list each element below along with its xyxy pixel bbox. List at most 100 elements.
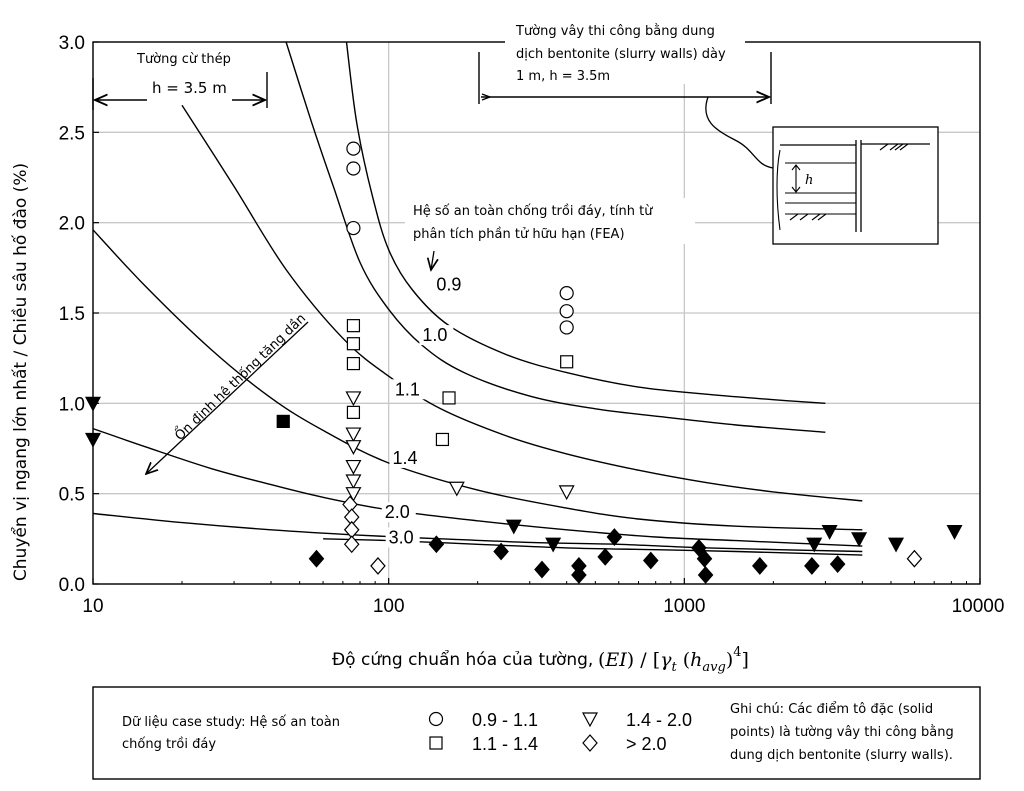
data-point-diamond	[642, 551, 659, 570]
data-point-triangle	[545, 537, 562, 553]
data-point-diamond	[697, 566, 714, 584]
slurry-leader-line	[705, 96, 774, 169]
curve-label: 1.0	[422, 325, 447, 345]
data-point-triangle	[345, 427, 362, 443]
curve-label: 3.0	[389, 527, 414, 547]
slurry-line3: 1 m, h = 3.5m	[516, 69, 610, 84]
data-point-triangle	[345, 459, 362, 475]
stability-arrow	[146, 321, 309, 474]
fs-curve-1.1	[181, 104, 863, 502]
fs-curve-1.4	[93, 427, 863, 547]
x-axis-formula: (EI) / [γt (havg)4]	[598, 645, 749, 675]
axis-ticks: 0.0 0.5 1.0 1.5 2.0 2.5 3.0 10 100 1000 10000	[59, 33, 1005, 617]
data-point-square	[346, 356, 361, 371]
fea-line2: phân tích phần tử hữu hạn (FEA)	[413, 227, 625, 242]
data-point-diamond	[370, 557, 386, 575]
data-point-square	[560, 355, 574, 369]
curve-label: 0.9	[436, 275, 461, 295]
data-point-triangle	[345, 474, 362, 490]
data-point-triangle	[345, 487, 362, 502]
data-point-triangle	[505, 519, 522, 535]
data-point-triangle	[558, 485, 575, 501]
data-point-diamond	[606, 528, 623, 546]
data-point-diamond	[696, 549, 713, 568]
curve-label-bg	[385, 527, 420, 548]
legend-title-line2: chống trồi đáy	[122, 737, 216, 752]
data-point-square	[346, 337, 361, 351]
data-point-diamond	[829, 555, 846, 574]
data-point-triangle	[888, 537, 905, 553]
curve-label: 2.0	[385, 502, 410, 522]
legend-title-line1: Dữ liệu case study: Hệ số an toàn	[122, 715, 340, 730]
curve-label-bg	[391, 379, 426, 400]
data-point-circle	[346, 220, 361, 236]
data-point-circle	[346, 161, 361, 176]
data-point-triangle	[345, 391, 362, 407]
curve-label-bg	[389, 447, 424, 468]
data-point-diamond	[534, 560, 550, 579]
sheet-pile-h: h = 3.5 m	[152, 79, 227, 97]
data-point-diamond	[428, 535, 445, 554]
data-point-square	[346, 319, 361, 333]
legend-marker-triangle	[581, 712, 599, 728]
curve-label-bg	[381, 502, 416, 523]
data-point-triangle	[806, 537, 823, 553]
y-tick-label: 1.5	[59, 304, 85, 325]
data-point-triangle	[946, 525, 963, 540]
curve-labels: 0.9 1.0 1.1 1.4 2.0 3.0	[381, 274, 468, 548]
slurry-line1: Tường vây thi công bằng dung	[515, 24, 715, 39]
x-tick-label: 1000	[663, 596, 705, 617]
y-tick-label: 0.5	[59, 485, 85, 506]
x-tick-label: 10000	[952, 596, 1005, 617]
legend-label: 0.9 - 1.1	[472, 710, 538, 730]
y-axis-label: Chuyển vị ngang lớn nhất / Chiều sâu hố …	[10, 163, 31, 581]
data-point-circle	[559, 320, 574, 335]
legend-label: 1.4 - 2.0	[626, 710, 692, 730]
data-points	[84, 141, 963, 584]
fs-curve-1.2	[93, 229, 863, 531]
data-point-circle	[346, 141, 361, 156]
curve-label: 1.4	[392, 448, 417, 468]
data-point-triangle	[851, 532, 868, 548]
y-tick-label: 0.0	[59, 575, 85, 596]
legend-note-line2: points) là tường vây thi công bằng	[730, 725, 954, 740]
data-point-diamond	[691, 538, 707, 557]
data-point-circle	[559, 286, 574, 301]
data-point-diamond	[906, 549, 923, 568]
data-point-square	[435, 432, 450, 447]
curve-label: 1.1	[395, 379, 420, 399]
slurry-arrow-tail	[481, 93, 491, 101]
legend-label: > 2.0	[626, 734, 667, 754]
curve-label-bg	[433, 274, 468, 295]
fea-line1: Hệ số an toàn chống trồi đáy, tính từ	[413, 204, 653, 219]
data-point-square	[346, 405, 361, 419]
fs-curve-1.0	[285, 42, 826, 433]
data-point-diamond	[308, 549, 325, 568]
data-point-triangle	[345, 440, 362, 455]
y-tick-label: 2.5	[59, 123, 85, 144]
x-tick-label: 100	[373, 596, 405, 617]
y-tick-label: 3.0	[59, 33, 85, 54]
wall-sketch-inset: h	[772, 126, 939, 245]
legend-marker-square	[429, 736, 443, 750]
inset-h-label: h	[805, 173, 813, 188]
y-tick-label: 2.0	[59, 214, 85, 235]
data-point-diamond	[597, 547, 614, 566]
legend-box	[92, 686, 981, 780]
data-point-diamond	[493, 542, 509, 561]
x-tick-label: 10	[82, 596, 103, 617]
data-point-triangle	[821, 525, 838, 540]
slurry-label-bg	[505, 14, 745, 84]
x-axis-label: Độ cứng chuẩn hóa của tường,	[332, 649, 593, 670]
legend-marker-circle	[428, 711, 444, 727]
legend-note-line3: dung dịch bentonite (slurry walls).	[730, 748, 953, 763]
legend-marker-diamond	[582, 734, 598, 752]
data-point-square	[276, 414, 290, 428]
fea-label-bg	[405, 198, 695, 244]
data-point-circle	[559, 304, 574, 319]
data-point-square	[442, 391, 456, 405]
y-tick-label: 1.0	[59, 394, 85, 415]
data-point-diamond	[804, 557, 820, 575]
